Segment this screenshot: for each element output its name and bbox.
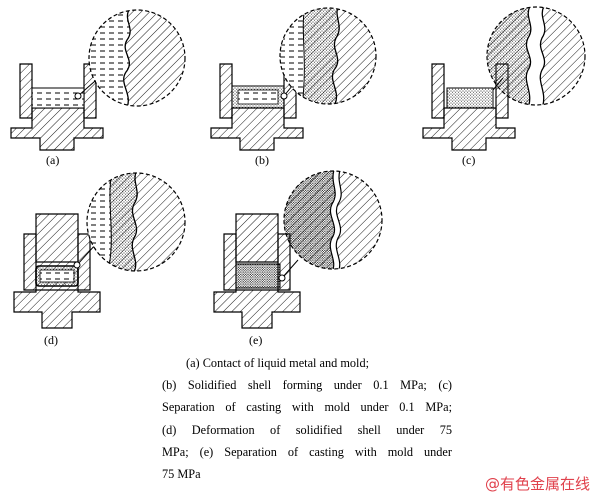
caption-line-2: (b) Solidified shell forming under 0.1 M… — [162, 378, 452, 393]
panel-d: (d) — [13, 172, 186, 347]
leader-line-d — [76, 243, 97, 266]
mold-a — [10, 63, 104, 151]
watermark: @有色金属在线 — [484, 475, 590, 493]
panel-label-e: (e) — [249, 333, 262, 347]
magnified-view-d — [86, 172, 186, 272]
mold-e — [213, 213, 301, 329]
caption-line-3: Separation of casting with mold under 0.… — [162, 400, 452, 415]
panel-label-a: (a) — [46, 153, 59, 167]
figure-caption: (a) Contact of liquid metal and mold; (b… — [162, 352, 452, 485]
leader-line-e — [281, 259, 299, 279]
caption-line-5: MPa; (e) Separation of casting with mold… — [162, 444, 452, 459]
detail-marker-b — [280, 92, 288, 100]
magnified-view-e — [283, 170, 383, 270]
detail-marker-d — [73, 261, 81, 269]
caption-line-1: (a) Contact of liquid metal and mold; — [186, 356, 370, 370]
panel-b: (b) — [210, 7, 377, 167]
panel-e: (e) — [213, 170, 383, 347]
mold-d — [13, 213, 101, 329]
caption-line-4: (d) Deformation of solidified shell unde… — [162, 422, 452, 437]
caption-line-6: 75 MPa — [162, 467, 201, 482]
detail-marker-e — [278, 274, 286, 282]
magnified-view-a — [88, 9, 186, 107]
panel-label-c: (c) — [462, 153, 475, 167]
magnified-view-b — [279, 7, 377, 105]
magnified-view-c — [486, 6, 586, 106]
panel-label-b: (b) — [255, 153, 269, 167]
panel-c: (c) — [422, 6, 586, 167]
panel-a: (a) — [10, 9, 186, 167]
detail-marker-a — [74, 92, 82, 100]
panel-label-d: (d) — [44, 333, 58, 347]
mold-b — [210, 63, 304, 151]
